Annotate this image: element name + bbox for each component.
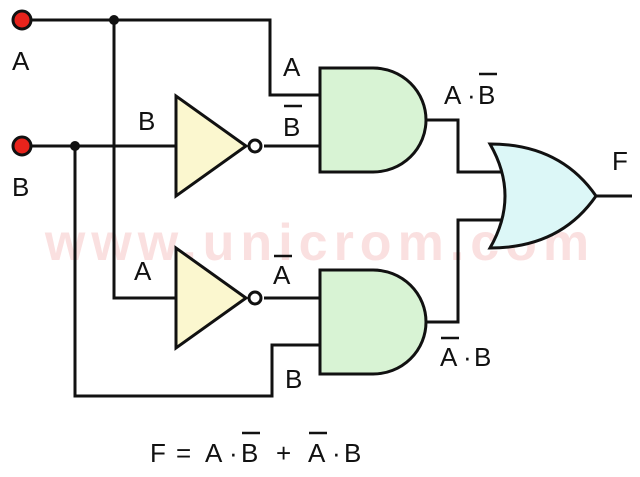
- not-gate-2: [174, 245, 263, 351]
- not1-input-label: B: [138, 106, 155, 136]
- and-gate-2: [318, 268, 428, 376]
- junction-dot-a: [109, 15, 119, 25]
- not2-input-label: A: [134, 256, 152, 286]
- not-gate-2-body: [174, 245, 249, 351]
- input-terminal-b: [11, 135, 33, 157]
- and2-input-b-label: B: [285, 364, 302, 394]
- input-terminal-a: [11, 9, 33, 31]
- and1-input-b-label: B: [283, 112, 300, 142]
- formula-lhs: F: [150, 438, 166, 468]
- term1-right: B: [478, 80, 495, 110]
- wires: [22, 18, 632, 398]
- term1-dot: ·: [467, 80, 476, 110]
- term-label-and1: A · B: [444, 72, 497, 110]
- formula-term1-left: A: [205, 438, 223, 468]
- wire-a-to-and1: [22, 18, 320, 97]
- formula-plus: +: [276, 438, 291, 468]
- and-gate-1: [318, 66, 428, 174]
- input-label-a: A: [12, 46, 30, 76]
- term-label-and2: A · B: [440, 336, 491, 372]
- junction-dot-b: [70, 141, 80, 151]
- formula-dot2: ·: [332, 438, 341, 468]
- formula-term2-left: A: [308, 438, 326, 468]
- formula-term1-right: B: [241, 438, 258, 468]
- input-label-b: B: [12, 172, 29, 202]
- not-gate-1-body: [174, 93, 249, 199]
- not2-output-label: A: [273, 260, 291, 290]
- not-gate-2-bubble: [247, 290, 263, 306]
- term2-right: B: [474, 342, 491, 372]
- wire-and1-to-or: [426, 118, 505, 174]
- wire-a-to-not2: [112, 20, 176, 300]
- term2-dot: ·: [463, 342, 472, 372]
- not-gate-1-bubble: [247, 138, 263, 154]
- formula-equals: =: [176, 438, 191, 468]
- formula: F = A · B + A · B: [150, 431, 361, 468]
- formula-term2-right: B: [344, 438, 361, 468]
- not-gate-1: [174, 93, 263, 199]
- formula-dot1: ·: [229, 438, 238, 468]
- wire-and2-to-or: [426, 218, 505, 324]
- output-label-f: F: [612, 146, 628, 176]
- term1-left: A: [444, 80, 462, 110]
- term2-left: A: [440, 342, 458, 372]
- wire-b-to-and2: [73, 146, 320, 398]
- and1-input-a-label: A: [283, 52, 301, 82]
- or-gate: [487, 142, 598, 250]
